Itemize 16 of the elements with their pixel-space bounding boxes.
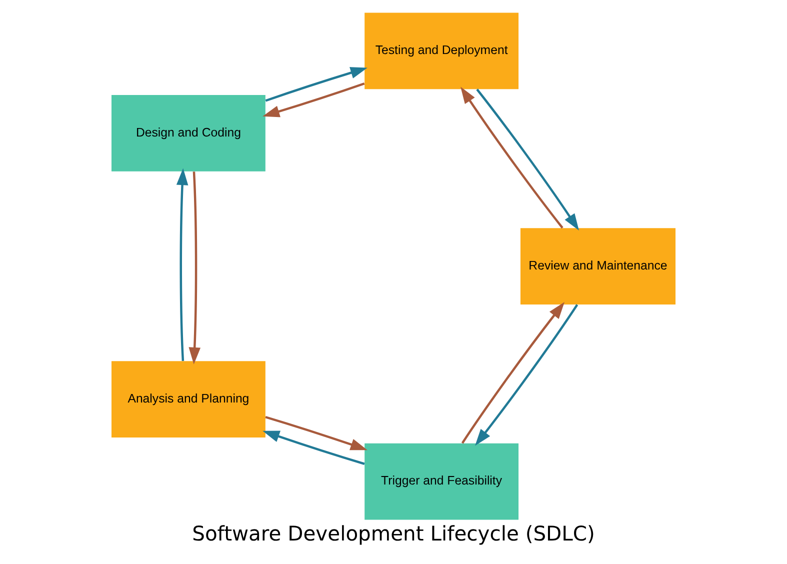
arrow (265, 416, 368, 450)
node-box: Testing and Deployment (364, 12, 519, 90)
arrow (188, 172, 201, 364)
arrow (265, 67, 368, 102)
arrow (461, 302, 565, 444)
arrow (460, 86, 564, 229)
arrow (262, 430, 365, 465)
diagram-title: Software Development Lifecycle (SDLC) (192, 521, 595, 546)
arrow (475, 304, 578, 446)
arrow (476, 88, 579, 231)
arrow (262, 82, 365, 118)
node-box: Analysis and Planning (112, 361, 266, 438)
node-box: Trigger and Feasibility (364, 443, 519, 520)
arrow (176, 168, 188, 361)
node-box: Design and Coding (112, 95, 266, 172)
node-box: Review and Maintenance (520, 228, 676, 304)
